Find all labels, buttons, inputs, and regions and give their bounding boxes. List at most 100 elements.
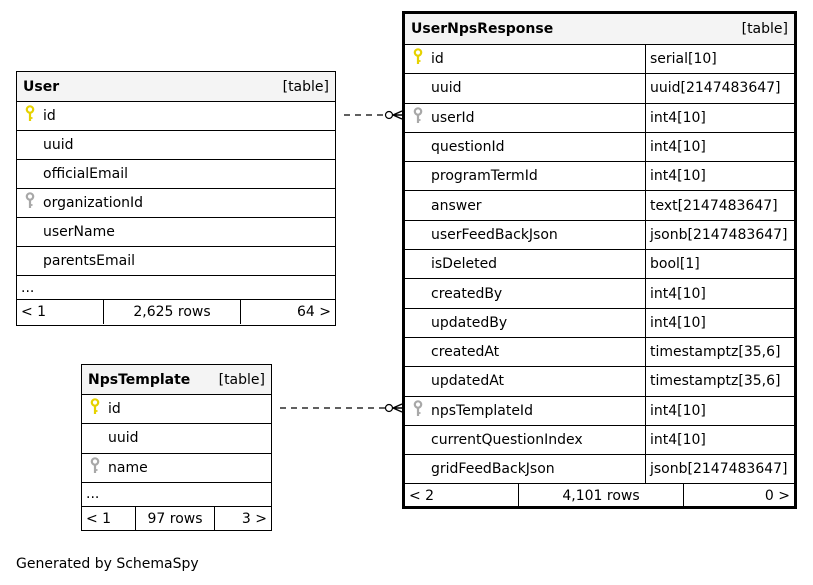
footer-row-count: 4,101 rows: [518, 484, 684, 509]
table-kind: [table]: [741, 21, 788, 37]
table-kind: [table]: [282, 78, 329, 95]
column-type: jsonb[2147483647]: [645, 455, 794, 484]
column-type: int4[10]: [645, 279, 794, 308]
table-footer: < 2 4,101 rows 0 >: [405, 484, 794, 509]
table-footer: < 1 2,625 rows 64 >: [17, 300, 335, 324]
column-row[interactable]: id: [82, 395, 271, 425]
column-row[interactable]: questionId int4[10]: [405, 132, 794, 163]
column-name: programTermId: [431, 168, 538, 185]
column-row[interactable]: userFeedBackJson jsonb[2147483647]: [405, 220, 794, 251]
table-header: NpsTemplate [table]: [82, 365, 271, 395]
table-footer: < 1 97 rows 3 >: [82, 506, 271, 531]
column-row[interactable]: officialEmail: [17, 160, 335, 189]
generated-by-credit: Generated by SchemaSpy: [16, 556, 199, 572]
primary-key-icon: [25, 105, 35, 127]
column-name: npsTemplateId: [431, 402, 533, 419]
footer-children: 3 >: [241, 510, 267, 527]
relationship-user-to-usernpsresponse: [344, 110, 403, 120]
column-row[interactable]: currentQuestionIndex int4[10]: [405, 425, 794, 456]
column-type: timestamptz[35,6]: [645, 367, 794, 396]
key-cell: [82, 456, 108, 479]
column-name: uuid: [431, 80, 462, 97]
primary-key-icon: [413, 48, 423, 70]
column-name: isDeleted: [431, 256, 498, 273]
column-row[interactable]: uuid: [82, 424, 271, 454]
column-name: organizationId: [43, 195, 144, 211]
column-type: int4[10]: [645, 103, 794, 132]
column-row[interactable]: createdBy int4[10]: [405, 279, 794, 309]
footer-parents: < 2: [409, 488, 435, 505]
column-row[interactable]: userName: [17, 218, 335, 247]
column-type: int4[10]: [645, 425, 794, 455]
column-row[interactable]: uuid uuid[2147483647]: [405, 74, 794, 104]
table-header: User [table]: [17, 72, 335, 102]
column-name: id: [43, 108, 56, 124]
foreign-key-icon: [413, 399, 423, 422]
table-user[interactable]: User [table] id uuid officialEmail organiza…: [16, 71, 336, 326]
relationship-npstemplate-to-usernpsresponse: [280, 403, 403, 413]
column-type: serial[10]: [645, 45, 794, 74]
column-name: gridFeedBackJson: [431, 461, 555, 478]
column-row[interactable]: userId int4[10]: [405, 103, 794, 133]
column-name: updatedAt: [431, 373, 505, 390]
table-name: UserNpsResponse: [411, 21, 554, 37]
key-cell: [405, 399, 431, 422]
column-name: name: [108, 459, 148, 476]
more-columns-ellipsis: ...: [82, 483, 271, 507]
column-row[interactable]: gridFeedBackJson jsonb[2147483647]: [405, 455, 794, 485]
column-row[interactable]: id: [17, 102, 335, 131]
foreign-key-icon: [25, 192, 35, 214]
column-type: bool[1]: [645, 250, 794, 279]
table-name: NpsTemplate: [88, 371, 191, 388]
column-name: userId: [431, 109, 475, 126]
column-name: currentQuestionIndex: [431, 432, 583, 448]
column-name: id: [431, 51, 444, 68]
footer-parents: < 1: [21, 304, 47, 320]
key-cell: [17, 105, 43, 127]
key-cell: [405, 106, 431, 129]
key-cell: [405, 48, 431, 70]
column-name: userName: [43, 224, 115, 240]
column-row[interactable]: npsTemplateId int4[10]: [405, 396, 794, 426]
column-name: userFeedBackJson: [431, 226, 558, 243]
column-name: questionId: [431, 139, 505, 156]
footer-row-count: 97 rows: [135, 506, 215, 531]
column-name: createdBy: [431, 285, 503, 302]
column-name: parentsEmail: [43, 253, 136, 269]
column-name: id: [108, 401, 121, 418]
column-name: uuid: [108, 430, 139, 447]
column-name: officialEmail: [43, 166, 128, 182]
footer-parents: < 1: [86, 510, 112, 527]
table-header: UserNpsResponse [table]: [405, 14, 794, 45]
column-row[interactable]: programTermId int4[10]: [405, 162, 794, 192]
column-row[interactable]: createdAt timestamptz[35,6]: [405, 337, 794, 368]
table-npstemplate[interactable]: NpsTemplate [table] id uuid name ... < 1 9…: [81, 364, 272, 531]
column-type: text[2147483647]: [645, 191, 794, 220]
column-row[interactable]: uuid: [17, 131, 335, 160]
column-name: createdAt: [431, 344, 500, 361]
column-name: updatedBy: [431, 314, 508, 331]
table-name: User: [23, 78, 60, 95]
column-row[interactable]: organizationId: [17, 189, 335, 218]
column-type: int4[10]: [645, 396, 794, 425]
foreign-key-icon: [413, 106, 423, 129]
column-type: int4[10]: [645, 132, 794, 162]
column-type: jsonb[2147483647]: [645, 220, 794, 250]
column-type: timestamptz[35,6]: [645, 337, 794, 367]
column-type: int4[10]: [645, 162, 794, 191]
key-cell: [82, 398, 108, 420]
column-row[interactable]: parentsEmail: [17, 247, 335, 276]
table-kind: [table]: [218, 371, 265, 388]
column-row[interactable]: name: [82, 454, 271, 483]
column-row[interactable]: isDeleted bool[1]: [405, 250, 794, 280]
column-row[interactable]: id serial[10]: [405, 45, 794, 75]
more-columns-ellipsis: ...: [17, 276, 335, 300]
primary-key-icon: [90, 398, 100, 420]
footer-children: 0 >: [764, 488, 790, 505]
column-row[interactable]: updatedAt timestamptz[35,6]: [405, 367, 794, 397]
column-type: uuid[2147483647]: [645, 74, 794, 103]
